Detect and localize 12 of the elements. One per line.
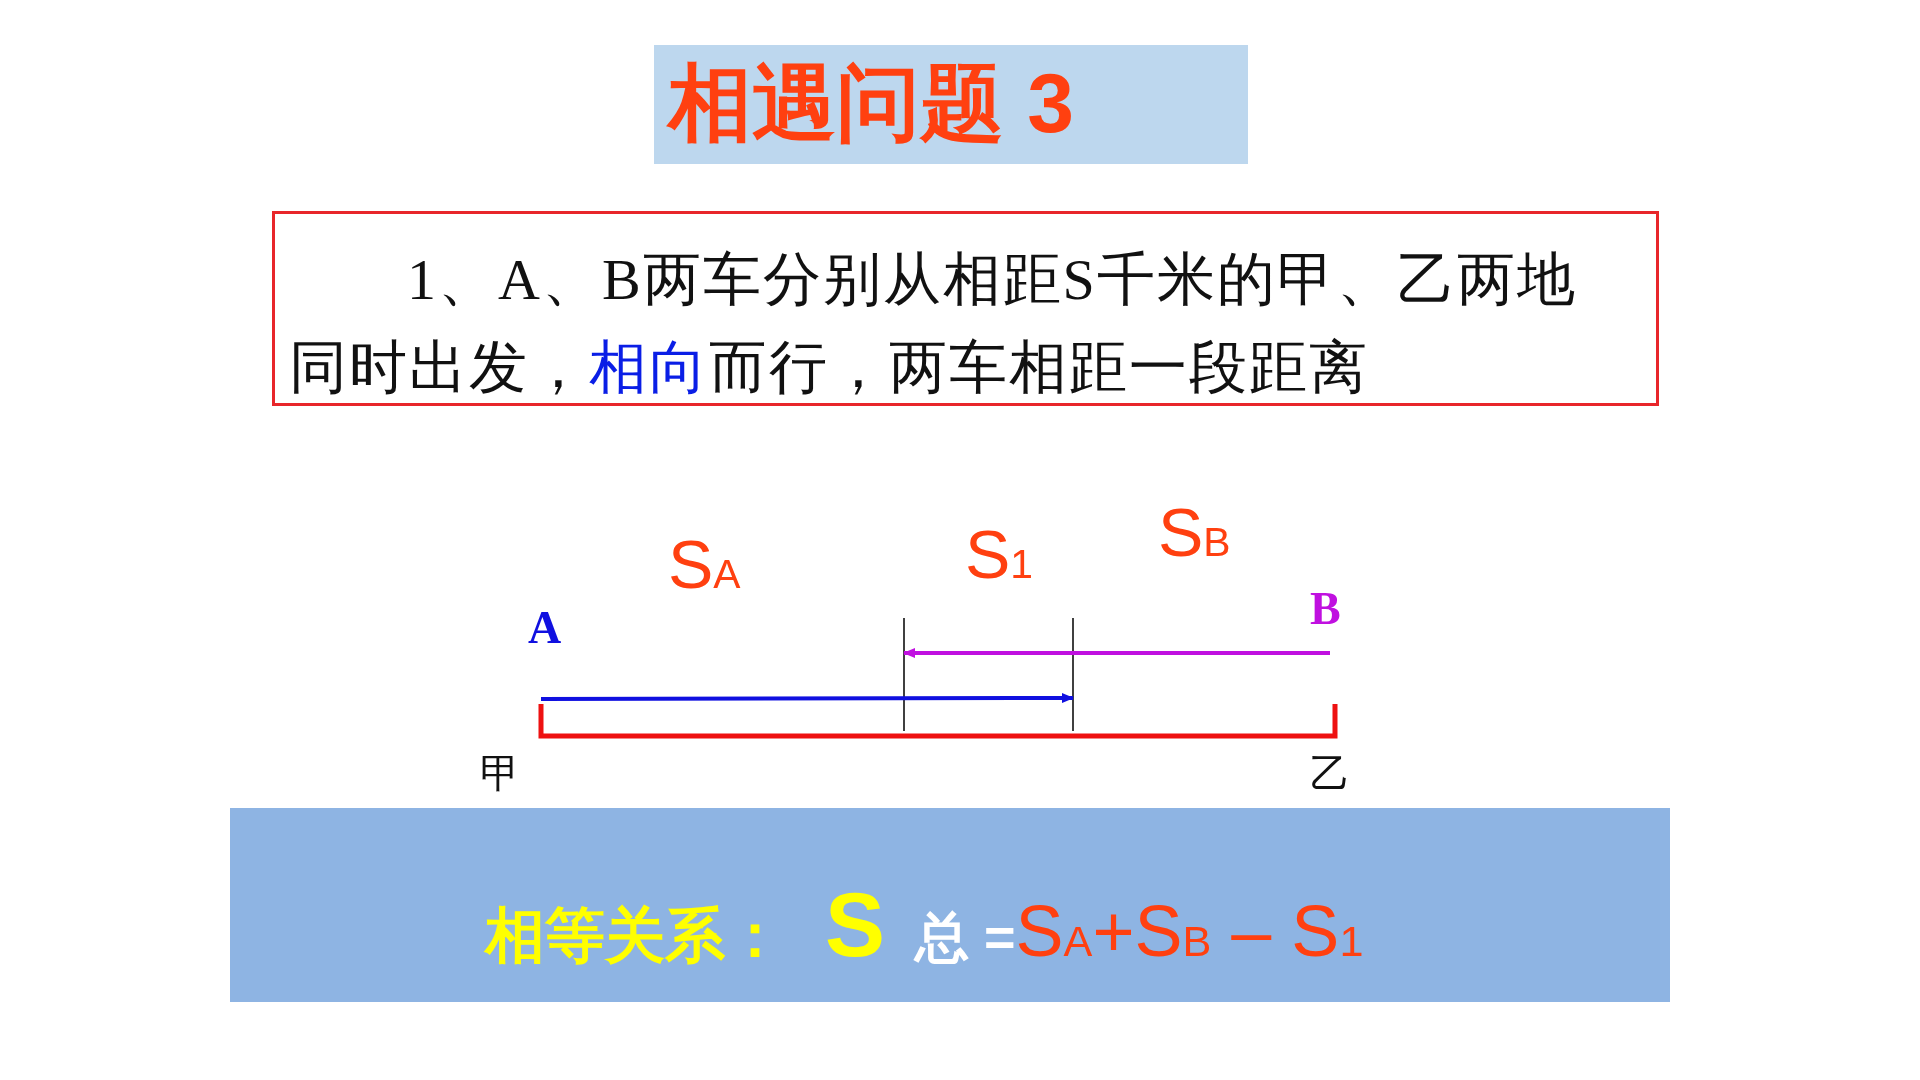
formula-label: 相等关系： bbox=[485, 906, 785, 966]
title-text: 相遇问题 3 bbox=[668, 61, 1075, 145]
problem-text: 1、A、B两车分别从相距S千米的甲、乙两地同时出发，相向而行，两车相距一段距离 bbox=[289, 246, 1578, 402]
formula-symbol: S bbox=[825, 880, 886, 970]
point-label: B bbox=[1310, 586, 1341, 632]
place-label: 乙 bbox=[1310, 753, 1350, 793]
problem-box bbox=[272, 211, 1659, 406]
place-label: 甲 bbox=[480, 753, 520, 793]
formula-band bbox=[230, 808, 1670, 1002]
title-banner bbox=[654, 45, 1248, 164]
formula-text: 总 = bbox=[915, 910, 1016, 964]
point-label: A bbox=[528, 605, 562, 651]
